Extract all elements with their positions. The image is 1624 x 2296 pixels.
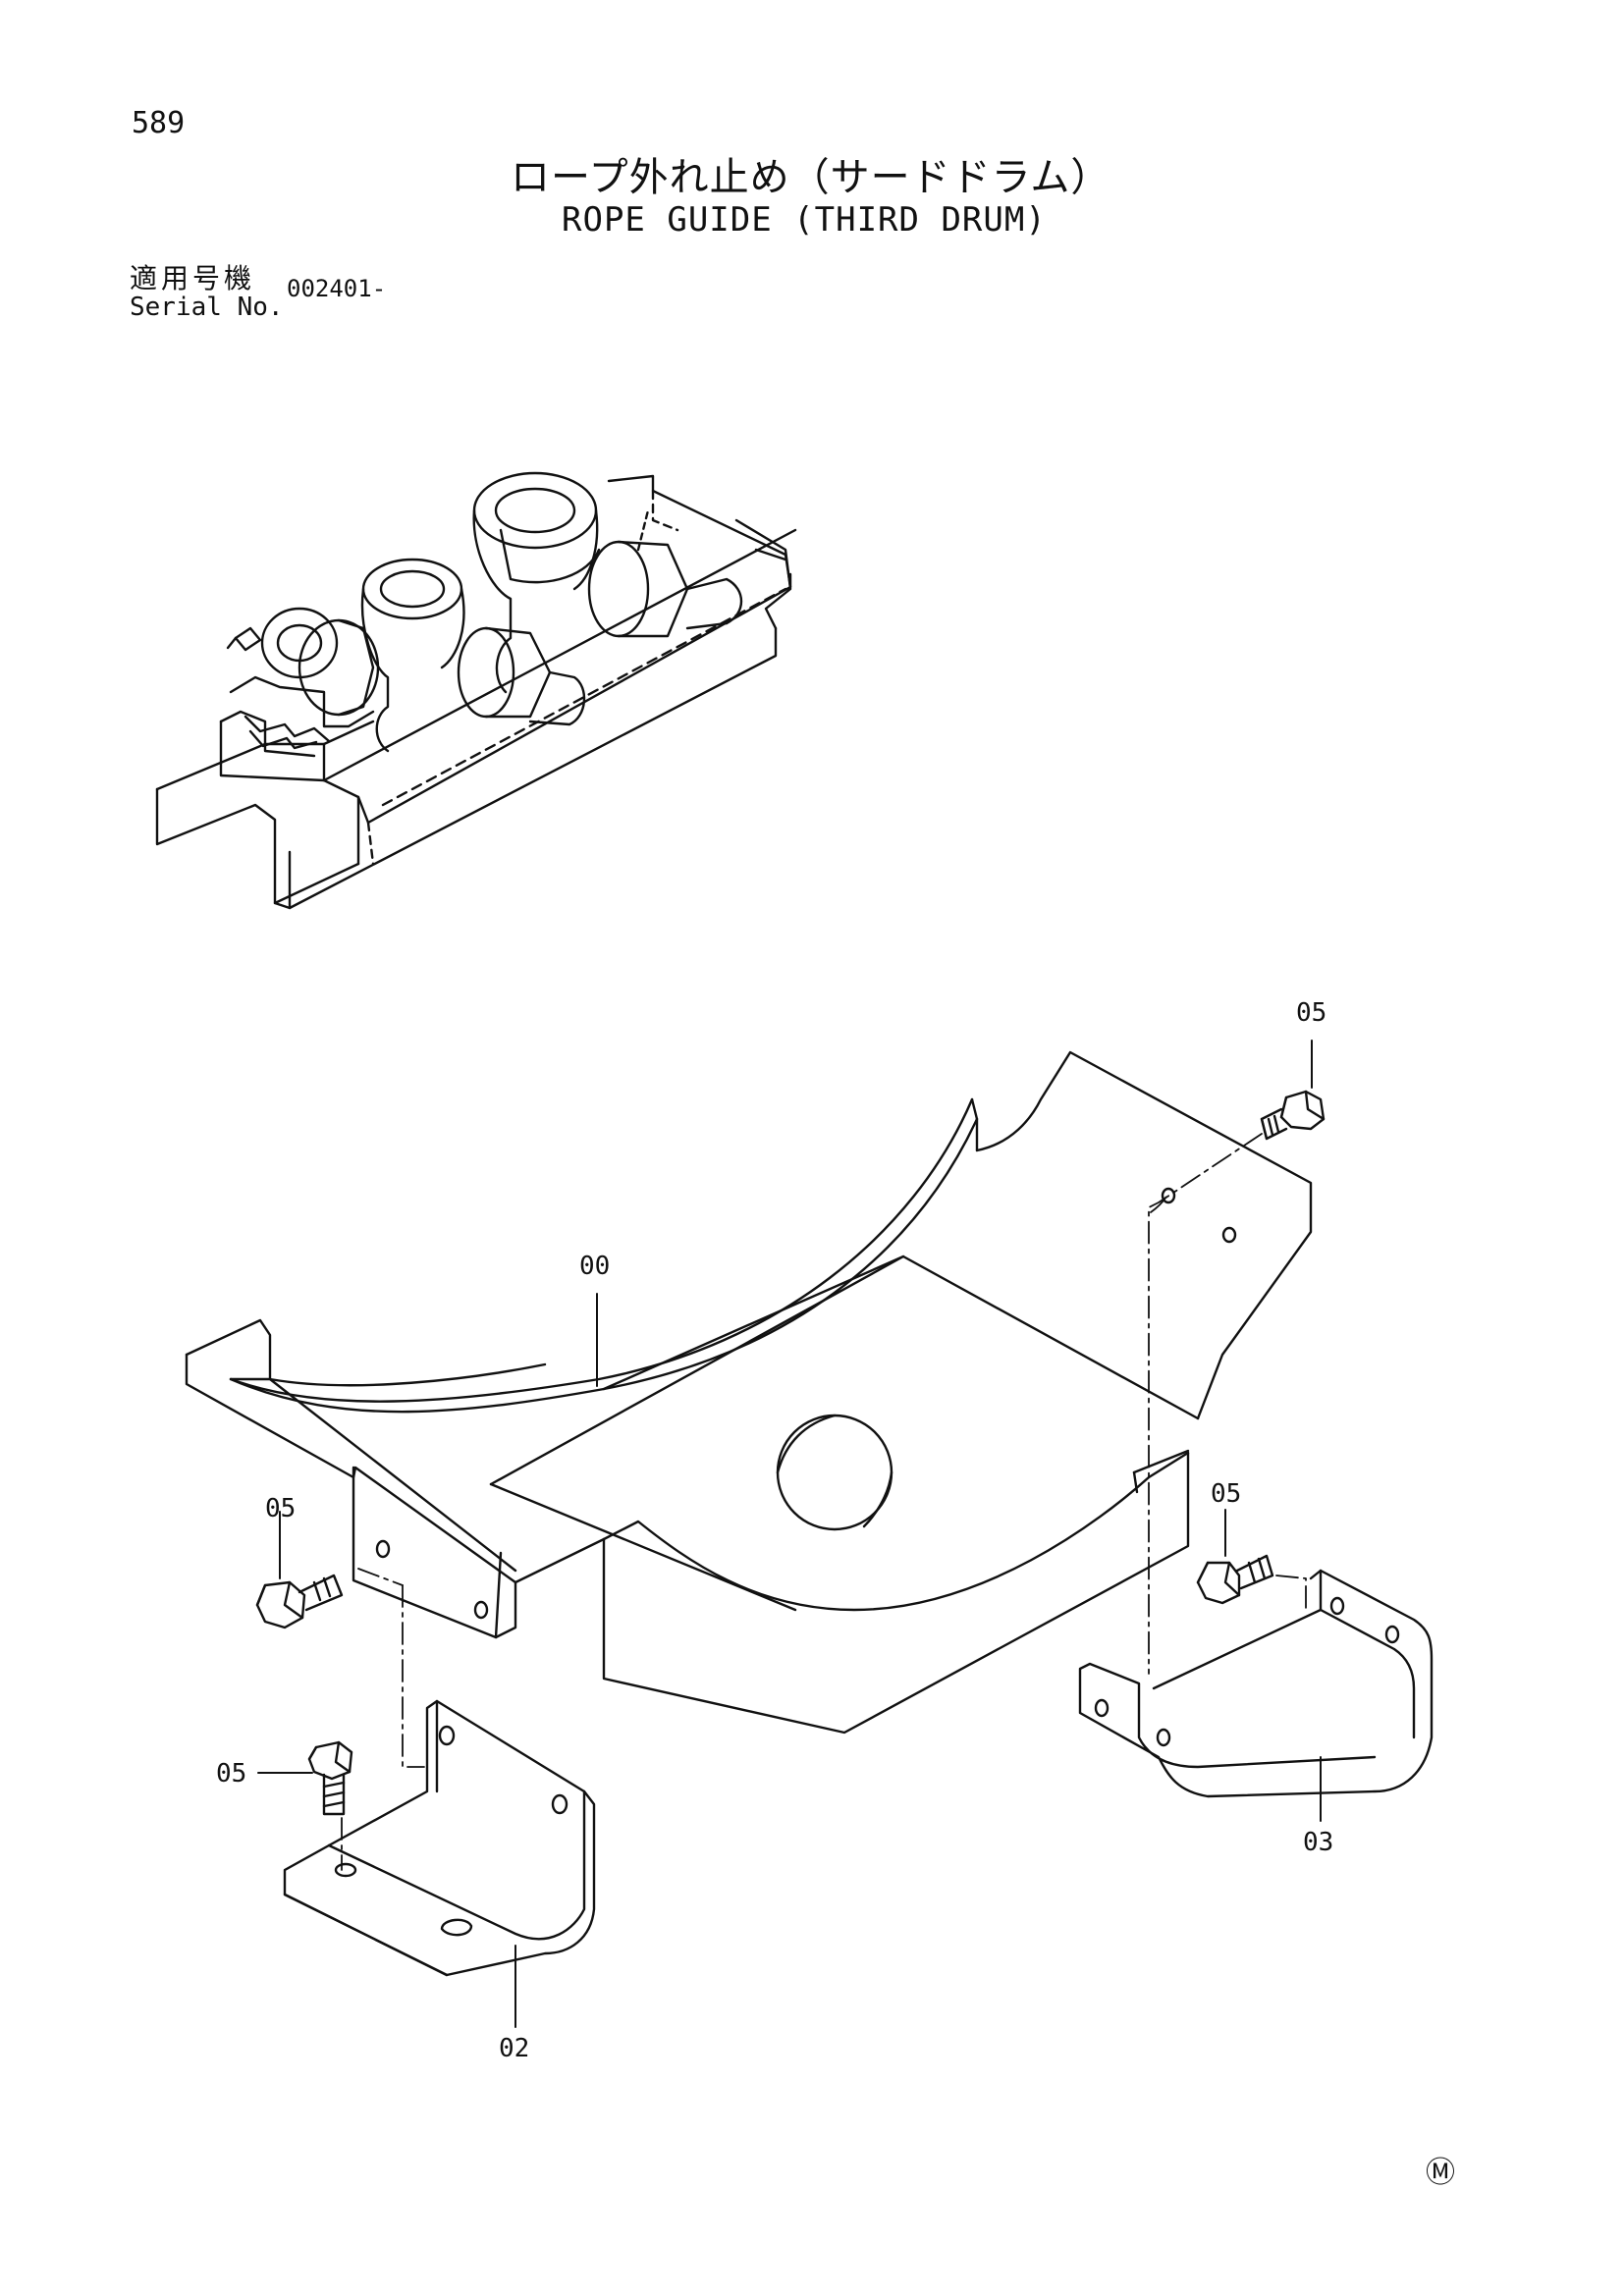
- bolt-left: [255, 1511, 344, 1629]
- title-english: ROPE GUIDE (THIRD DRUM): [562, 200, 1047, 240]
- callout-03: 03: [1303, 1828, 1333, 1857]
- bolt-lower: [257, 1740, 353, 1816]
- serial-number-value: 002401-: [287, 275, 387, 302]
- drum-assembly-overview: [155, 471, 797, 910]
- bracket-02: [283, 1699, 596, 2028]
- bracket-03: [1078, 1569, 1434, 1822]
- callout-05-lower: 05: [216, 1759, 246, 1789]
- page-number: 589: [132, 106, 186, 140]
- bolt-right: [1196, 1509, 1274, 1605]
- serial-label-english: Serial No.: [130, 293, 284, 322]
- callout-02: 02: [499, 2034, 529, 2063]
- bolt-top: [1260, 1040, 1326, 1141]
- callout-05-top: 05: [1296, 998, 1326, 1028]
- callout-05-left: 05: [265, 1494, 296, 1523]
- serial-label-japanese: 適用号機: [130, 262, 256, 294]
- assembly-lines: [341, 1133, 1307, 1871]
- title-japanese: ロープ外れ止め（サードドラム）: [511, 155, 1111, 200]
- rope-guide-plate: [185, 1050, 1313, 1735]
- callout-00: 00: [579, 1252, 610, 1281]
- callout-05-right: 05: [1211, 1479, 1241, 1509]
- m-mark-icon: Ⓜ: [1426, 2156, 1455, 2190]
